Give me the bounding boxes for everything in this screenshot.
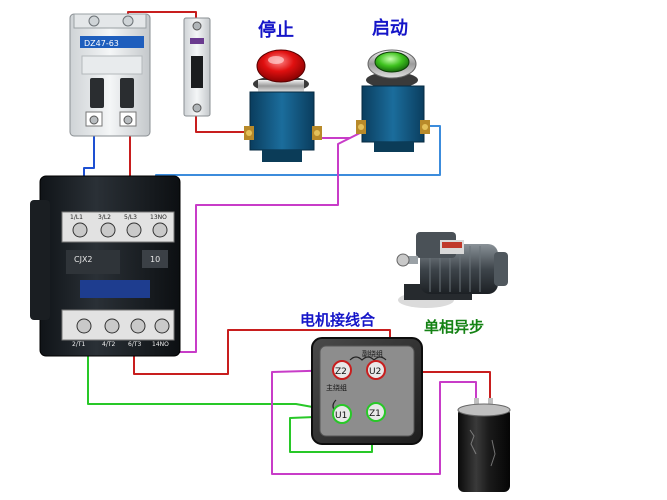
circuit-breaker: DZ47-63 (69, 13, 151, 137)
main-winding-label: 主绕组 (326, 383, 347, 392)
terminal-z2: Z2 (332, 360, 352, 380)
svg-text:U1: U1 (335, 411, 347, 421)
stop-label: 停止 (258, 19, 294, 41)
terminal-z1: Z1 (366, 402, 386, 422)
contactor: 1/L1 3/L2 5/L3 13NO CJX2 10 2/T1 4/T2 6/… (30, 175, 181, 357)
capacitor (457, 398, 511, 492)
contactor-top-screws (72, 222, 168, 238)
single-phase-label: 单相异步 (424, 318, 484, 336)
contactor-top-terminal-3: 5/L3 (124, 214, 137, 221)
wire-magenta-Z2-to-cap (271, 369, 477, 475)
contactor-top-terminal-1: 1/L1 (70, 214, 83, 221)
secondary-winding-label: 副绕组 (362, 349, 383, 358)
svg-text:U2: U2 (369, 367, 381, 377)
contactor-nameplate: 10 (150, 255, 160, 264)
fuse-holder (183, 17, 211, 117)
svg-text:Z1: Z1 (369, 409, 381, 419)
start-button[interactable] (356, 49, 430, 152)
breaker-lever-left[interactable] (90, 78, 104, 108)
contactor-top-terminal-4: 13NO (150, 214, 167, 221)
contactor-bottom-terminal-3: 6/T3 (128, 341, 142, 348)
terminal-u2: U2 (366, 360, 386, 380)
terminal-u1: U1 (332, 404, 352, 424)
contactor-bottom-terminal-1: 2/T1 (72, 341, 86, 348)
motor-wiring-label: 电机接线合 (300, 311, 376, 329)
contactor-bottom-screws (76, 318, 170, 334)
wire-red-T2-to-U2 (133, 329, 391, 375)
contactor-bottom-terminal-4: 14NO (152, 341, 169, 348)
contactor-bottom-terminal-2: 4/T2 (102, 341, 116, 348)
start-label: 启动 (372, 17, 408, 39)
svg-text:Z2: Z2 (335, 367, 347, 377)
motor (396, 232, 508, 308)
junction-box: 副绕组 主绕组 Z2 U2 U1 Z1 (311, 337, 423, 445)
stop-button[interactable] (244, 49, 322, 162)
contactor-top-terminal-2: 3/L2 (98, 214, 111, 221)
breaker-lever-right[interactable] (120, 78, 134, 108)
contactor-model: CJX2 (74, 255, 93, 264)
breaker-brand: DZ47-63 (84, 39, 119, 48)
